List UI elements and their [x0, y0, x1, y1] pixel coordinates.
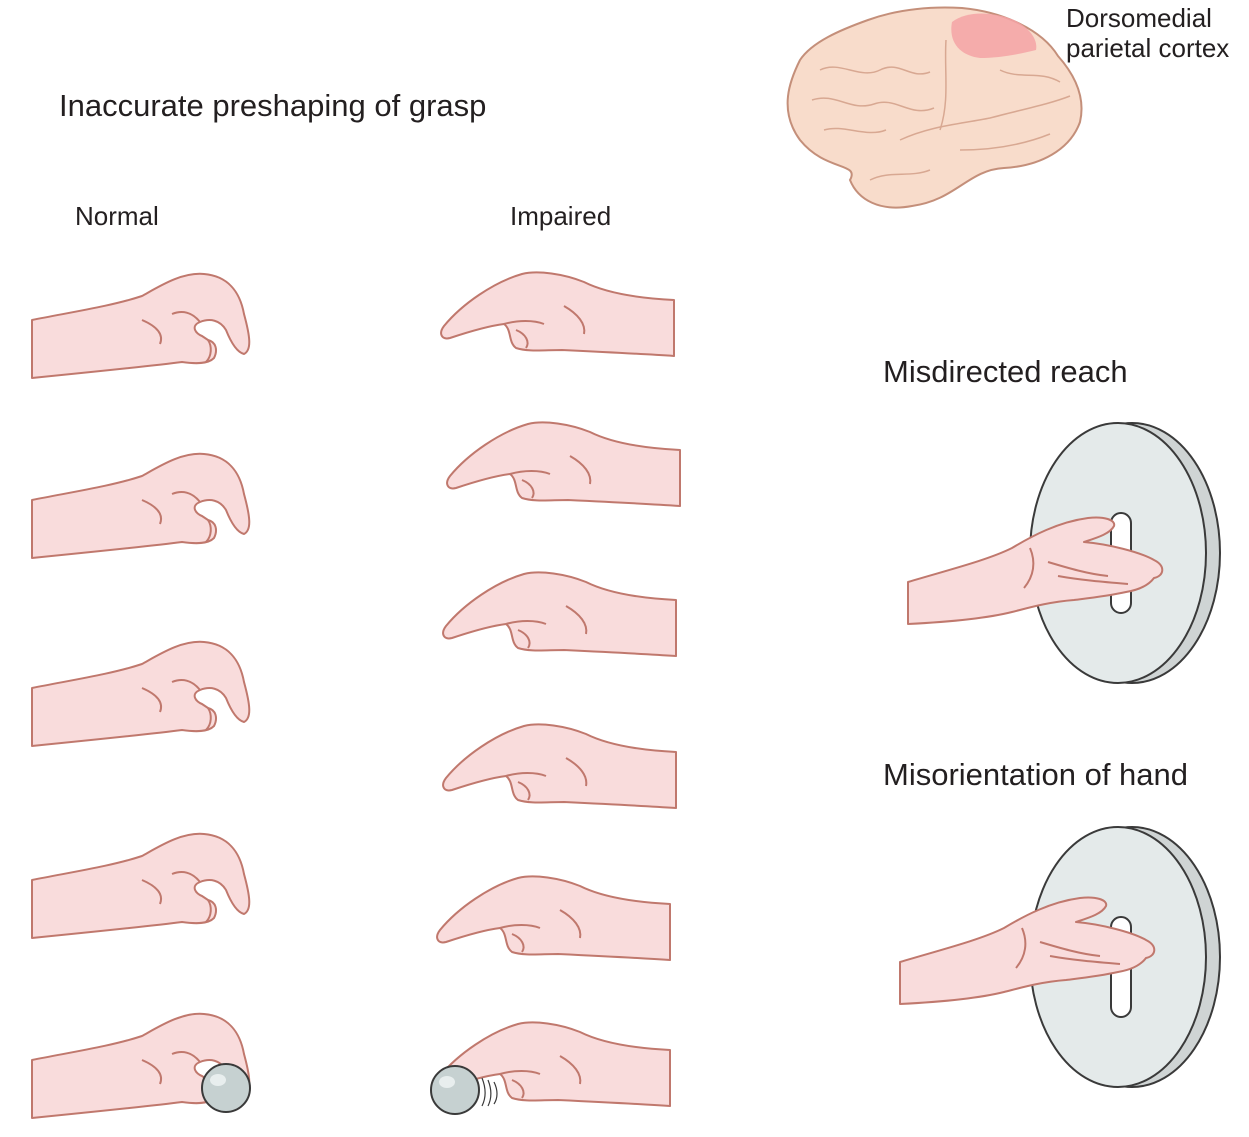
normal-column [31, 272, 251, 1119]
panel-title-misdirected-reach: Misdirected reach [883, 354, 1128, 389]
hand-normal-3 [31, 640, 251, 747]
hand-impaired-4 [442, 723, 677, 809]
misorientation-figure [899, 826, 1221, 1088]
hand-normal-2 [31, 452, 251, 559]
brain-region-label-line1: Dorsomedial [1066, 3, 1212, 33]
misdirected-reach-figure [907, 422, 1221, 684]
panel-title-misorientation: Misorientation of hand [883, 757, 1189, 792]
ball-impaired [430, 1065, 480, 1115]
hand-impaired-2 [446, 421, 681, 507]
brain-shape [786, 6, 1083, 209]
brain-illustration [786, 6, 1083, 209]
ball-normal-highlight [210, 1074, 226, 1086]
brain-gyri [811, 39, 1071, 181]
ball-motion-lines [481, 1077, 498, 1107]
hand-normal-4 [31, 832, 251, 939]
hand-normal-1 [31, 272, 251, 379]
cortex-highlight [951, 13, 1037, 58]
brain-region-label: Dorsomedial parietal cortex [1066, 3, 1229, 63]
impaired-column [436, 271, 681, 1107]
brain-region-label-line2: parietal cortex [1066, 33, 1230, 63]
ball-impaired-highlight [439, 1076, 455, 1088]
column-label-impaired: Impaired [510, 201, 612, 231]
hand-impaired-5 [436, 875, 671, 961]
ball-normal [201, 1063, 251, 1113]
column-label-normal: Normal [75, 201, 159, 231]
hand-impaired-1 [440, 271, 675, 357]
main-title: Inaccurate preshaping of grasp [59, 88, 487, 123]
hand-impaired-3 [442, 571, 677, 657]
